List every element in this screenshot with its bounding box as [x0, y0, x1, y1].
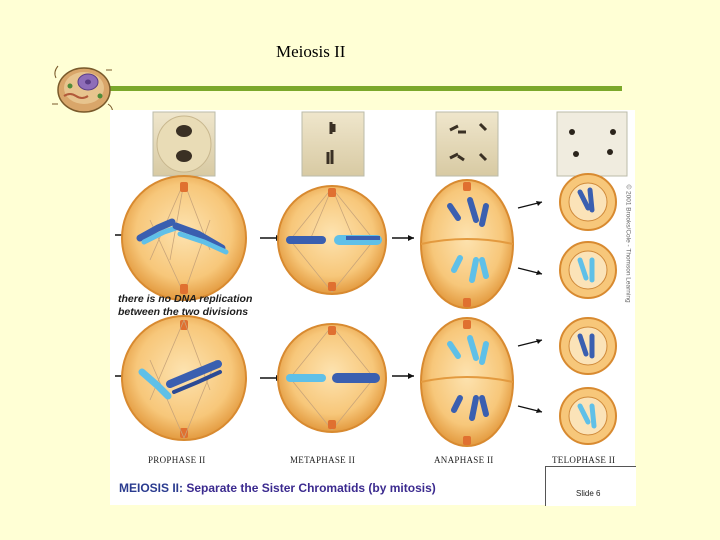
- slide-number-box: Slide 6: [545, 466, 636, 506]
- credit-text: © 2001 Brooks/Cole - Thomson Learning: [625, 174, 632, 314]
- micrograph-anaphase: [436, 112, 498, 176]
- caption-prefix: MEIOSIS II:: [119, 481, 183, 495]
- dna-replication-note: there is no DNA replication between the …: [118, 293, 252, 319]
- slide-title: Meiosis II: [276, 42, 345, 62]
- meiosis-figure: there is no DNA replication between the …: [110, 110, 635, 505]
- phase-label-metaphase: METAPHASE II: [290, 455, 355, 465]
- anaphase-cell-bottom: [421, 318, 513, 446]
- cell-logo-icon: [50, 58, 114, 118]
- slide-number: Slide 6: [576, 489, 600, 498]
- phase-label-prophase: PROPHASE II: [148, 455, 206, 465]
- title-underline: [108, 86, 622, 91]
- copyright-credit: © 2001 Brooks/Cole - Thomson Learning: [618, 180, 632, 320]
- phase-label-anaphase: ANAPHASE II: [434, 455, 494, 465]
- phase-label-telophase: TELOPHASE II: [552, 455, 615, 465]
- figure-caption: MEIOSIS II: Separate the Sister Chromati…: [119, 481, 436, 495]
- anaphase-cell-top: [421, 180, 513, 308]
- caption-text: Separate the Sister Chromatids (by mitos…: [186, 481, 435, 495]
- micrograph-metaphase: [302, 112, 364, 176]
- micrograph-photos: [153, 112, 627, 176]
- row-top: [115, 174, 616, 308]
- note-line-1: there is no DNA replication: [118, 293, 252, 306]
- micrograph-telophase: [557, 112, 627, 176]
- row-bottom: [115, 316, 616, 446]
- note-line-2: between the two divisions: [118, 306, 252, 319]
